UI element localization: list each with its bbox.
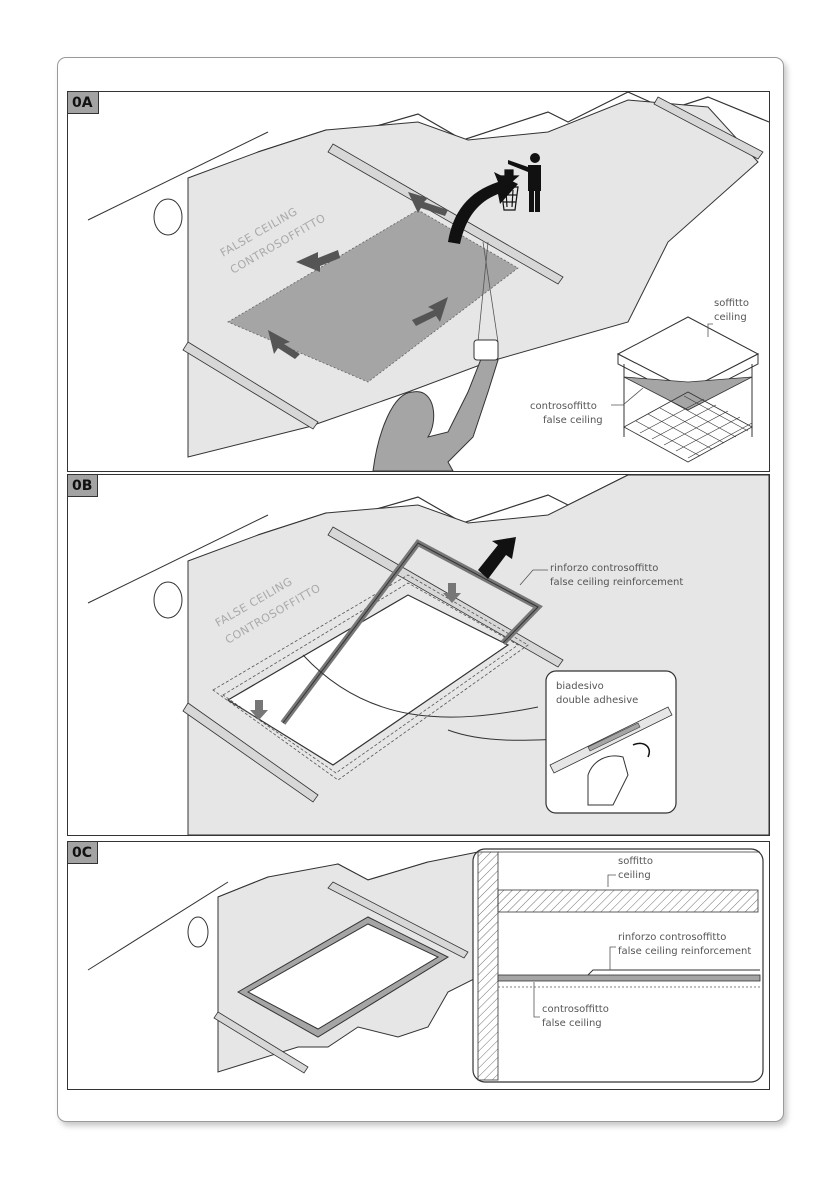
reinforcement-label: false ceiling reinforcement — [550, 577, 683, 588]
reinforcement-frame — [280, 539, 543, 725]
step-label: 0A — [68, 92, 99, 114]
rinforzo-label: rinforzo controsoffitto — [550, 563, 658, 574]
reinforcement-label: false ceiling reinforcement — [618, 946, 751, 957]
biadesivo-label: biadesivo — [556, 681, 604, 692]
trash-bin-icon — [498, 169, 520, 211]
ceiling-label: ceiling — [618, 870, 651, 881]
illustration-remove-panel: FALSE CEILING CONTROSOFFITTO — [87, 92, 769, 471]
adhesive-inset — [545, 670, 677, 814]
installed-frame — [236, 916, 450, 1038]
section-inset — [472, 848, 764, 1083]
step-label: 0C — [68, 842, 99, 864]
press-arrow-icon — [250, 583, 461, 720]
rinforzo-label: rinforzo controsoffitto — [618, 932, 726, 943]
slide-arrow-icon — [268, 192, 448, 359]
lift-arrow-icon — [478, 537, 516, 579]
controsoffitto-label: controsoffitto — [530, 401, 597, 412]
step-panel-0c: 0C soffitto ceilin — [67, 841, 770, 1090]
ceiling-label: ceiling — [714, 312, 747, 323]
inset-ceiling-cube — [616, 316, 760, 463]
double-adhesive-label: double adhesive — [556, 695, 638, 706]
false-ceiling-label: false ceiling — [542, 1018, 602, 1029]
soffitto-label: soffitto — [618, 856, 653, 867]
soffitto-label: soffitto — [714, 298, 749, 309]
controsoffitto-label: controsoffitto — [542, 1004, 609, 1015]
person-silhouette-icon — [372, 339, 499, 471]
step-panel-0b: 0B FALSE CEILING CONTROSOFFITTO rinforzo… — [67, 474, 770, 836]
illustration-apply-reinforcement: FALSE CEILING CONTROSOFFITTO rinforzo co… — [87, 475, 769, 835]
false-ceiling-label: false ceiling — [543, 415, 603, 426]
step-label: 0B — [68, 475, 99, 497]
step-panel-0a: 0A FALSE CEILING CONTROSOFFITTO — [67, 91, 770, 472]
illustration-installed-reinforcement: soffitto ceiling rinforzo controsoffitto… — [87, 848, 764, 1083]
remove-arrow-icon — [448, 172, 518, 244]
person-pointing-icon — [508, 153, 541, 212]
